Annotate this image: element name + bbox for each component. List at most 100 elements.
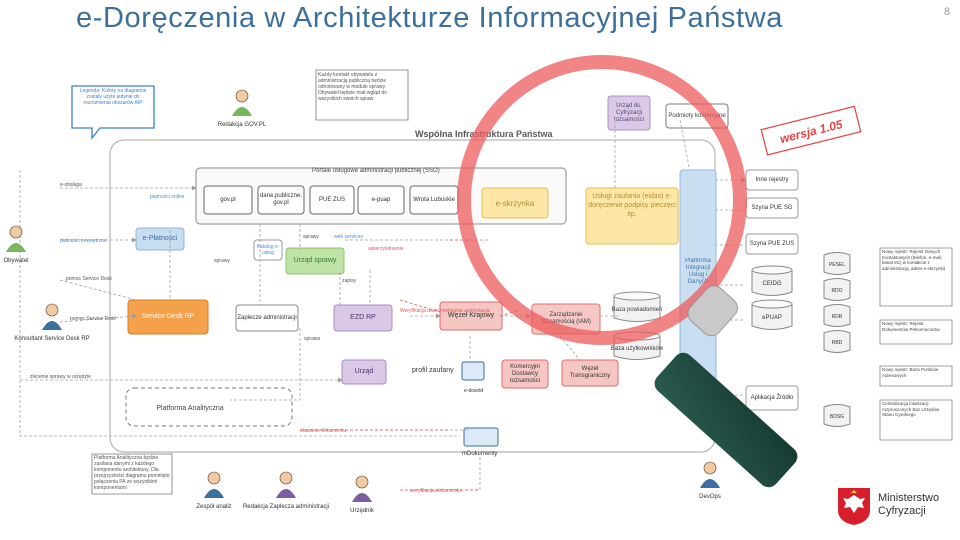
portal-box <box>257 185 305 215</box>
portal-fo: e-puap <box>371 196 391 203</box>
register-label: RDO <box>831 288 842 294</box>
edge-label-platnosci-zew: płatności zewnętrzne <box>60 238 107 244</box>
ezd-label: EZD RP <box>350 314 376 321</box>
portal-group-title: Portale usługowe administracji publiczne… <box>312 168 440 174</box>
register-cylinder <box>823 252 851 275</box>
eplatnosci-fo: e-Płatności <box>143 235 178 242</box>
person-body-icon <box>700 479 720 488</box>
service-desk-box <box>127 299 209 335</box>
edowod-label: e-dowód <box>464 388 483 394</box>
edge-label-weryfikacja: weryfikacja dokumentu <box>410 488 461 494</box>
urzad-cyfr-box <box>607 95 651 131</box>
zaplecze-fo: Zaplecze administracji <box>237 315 296 321</box>
integration-label: Platforma Integracji Usług i Danych <box>685 258 711 285</box>
eskrzynka-label: e-skrzynka <box>496 199 535 208</box>
side-note-fo: Centralizacja lokalizacji rozproszonych … <box>882 401 939 417</box>
integration-fo: Platforma Integracji Usług i Danych <box>685 258 711 285</box>
zarzadzanie-fo: Zarządzanie tożsamością (IAM) <box>541 312 591 325</box>
mdokumenty-icon <box>463 427 499 447</box>
portal-fo: PUE ZUS <box>318 196 345 203</box>
transgraniczny-label: Węzeł Transgraniczny <box>569 366 611 379</box>
edge-label-zaspisy: zapisy <box>342 278 357 284</box>
portal-box <box>309 185 355 215</box>
side-note-fo: Nowy rejestr: Baza Punktów Adresowych <box>882 367 938 378</box>
portal-box <box>203 185 253 215</box>
side-note <box>879 319 953 345</box>
person-icon <box>235 89 249 103</box>
trust-services-box <box>585 187 679 245</box>
portal-label: e-puap <box>371 196 391 203</box>
szyna-pue-zus-label: Szyna PUE ZUS <box>749 240 795 247</box>
actor-label-redakcja-zaplecza: Redakcja Zaplecza administracji <box>243 504 329 510</box>
edge-label-zlecenie: zlecenie sprawy w urzędzie <box>30 374 91 380</box>
trust-services-label: Usługi zaufania (eidas) e-doręczenie pod… <box>588 193 676 218</box>
aplikacje-label: Aplikacja Źródło <box>750 394 794 401</box>
baza-pow-label: Baza powiadomień <box>612 307 663 313</box>
urzad-sprawy-fo: Urząd sprawy <box>293 257 337 264</box>
person-icon <box>207 471 221 485</box>
wezel-fo: Węzeł Krajowy <box>447 312 495 319</box>
side-note-fo: Nowy rejestr: Rejestr Danych Kontaktowyc… <box>882 249 945 271</box>
person-body-icon <box>204 489 224 498</box>
side-note <box>879 247 953 307</box>
urzad-box <box>341 359 387 385</box>
actor-label-redakcja-gov: Redakcja GOV.PL <box>218 122 267 128</box>
person-icon <box>9 225 23 239</box>
komercyjni-fo: Komercyjni Dostawcy tożsamości <box>510 364 540 384</box>
edge-label-sprawy2: sprawy <box>303 234 319 240</box>
portal-fo: dane.publiczne. gov.pl <box>259 193 303 206</box>
side-note <box>879 365 953 387</box>
edge-label-platnosci-online: płatności online <box>150 194 185 200</box>
aplikacje-box <box>745 385 799 411</box>
person-body-icon <box>42 321 62 330</box>
edge-label-pomoc-sd: pomoc Service Desk <box>66 276 112 282</box>
legend-fo: Legenda: Kolory na diagramie zostały uży… <box>80 88 147 106</box>
eskrzynka-box <box>481 187 549 219</box>
person-icon <box>279 471 293 485</box>
actor-label-obywatel: Obywatel <box>3 258 28 264</box>
portal-label: dane.publiczne. gov.pl <box>259 193 303 206</box>
kontakt-fo: Każdy kontakt obywatela z administracją … <box>318 72 387 102</box>
side-note <box>879 399 953 441</box>
edge-label-web-services: web services <box>334 234 363 240</box>
register-label: PESEL <box>829 262 845 268</box>
zaplecze-box <box>235 304 299 332</box>
analityka-text: Platforma Analityczna będzie zasilana da… <box>94 455 170 491</box>
aplikacje-fo: Aplikacja Źródło <box>750 394 794 401</box>
trust-services-fo: Usługi zaufania (eidas) e-doręczenie pod… <box>588 193 676 218</box>
edowod-icon <box>461 361 485 381</box>
page-number: 8 <box>944 6 951 18</box>
edge-label-autoryzacja: Weryfikacja uwierzytelniania autoryzacja <box>400 308 490 314</box>
urzad-cyfr-fo: Urząd ds. Cyfryzacji tożsamości <box>613 102 644 123</box>
urzad-cyfr-label: Urząd ds. Cyfryzacji tożsamości <box>613 102 644 123</box>
register-cylinder <box>823 304 851 327</box>
komercyjni-box <box>501 359 549 389</box>
callouts: Legenda: Kolory na diagramie zostały uży… <box>71 69 409 495</box>
szyna-pue-zus-box <box>745 233 799 255</box>
katalog-label: Katalog e-usług <box>256 244 280 256</box>
katalog-box <box>253 239 283 261</box>
epuap-cyl-label: ePUAP <box>762 315 782 321</box>
portal-label: gov.pl <box>220 196 236 203</box>
szyna-pue-sg-label: Szyna PUE SG <box>751 204 793 211</box>
person-body-icon <box>6 243 26 252</box>
analityka-fo: Platforma Analityczna będzie zasilana da… <box>94 455 170 491</box>
polish-eagle-icon <box>838 488 870 525</box>
slide-title: e-Doręczenia w Architekturze Informacyjn… <box>76 2 783 34</box>
profil-zaufany-label: profil zaufany <box>412 367 454 374</box>
side-note-fo: Nowy rejestr: Rejestr Dokumentów Pełnomo… <box>882 321 940 332</box>
register-cylinder <box>823 404 851 427</box>
actor-label-urzednik: Urzędnik <box>350 508 375 514</box>
portal-label: PUE ZUS <box>318 196 345 203</box>
kontakt-callout <box>315 69 409 121</box>
urzad-sprawy-label: Urząd sprawy <box>293 257 337 264</box>
urzad-sprawy-box <box>285 247 345 275</box>
portal-label: Wrota Lubuskie <box>413 196 455 203</box>
epuap-cyl-cylinder-top <box>751 299 793 309</box>
service-desk-label: Service Desk RP <box>141 313 195 320</box>
katalog-fo: Katalog e-usług <box>256 244 280 256</box>
transgraniczny-fo: Węzeł Transgraniczny <box>569 366 611 379</box>
wezel-label: Węzeł Krajowy <box>447 312 495 319</box>
